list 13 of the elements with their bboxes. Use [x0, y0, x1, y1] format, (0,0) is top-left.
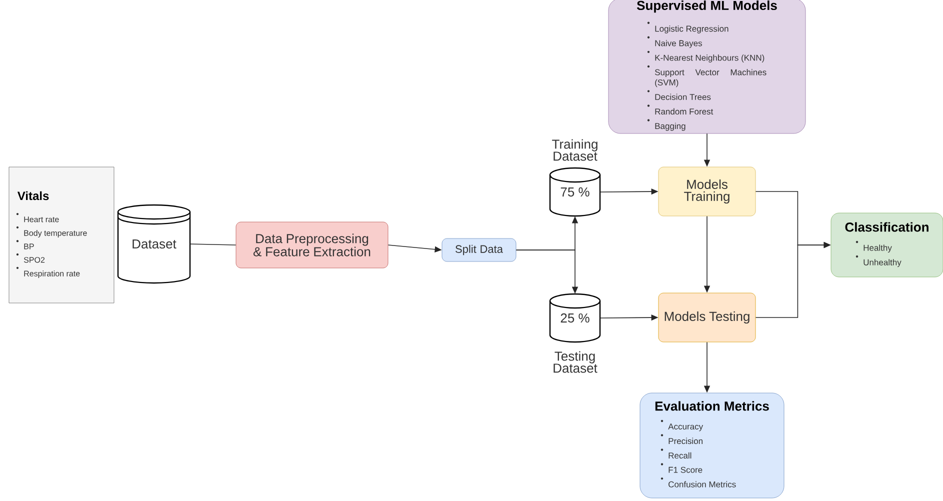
process-box: Models Training [658, 166, 756, 216]
process-box: Data Preprocessing & Feature Extraction [236, 222, 388, 268]
metrics-panel: Evaluation Metrics Accuracy Precision Recall F1 Score Confusion Metrics [640, 392, 784, 498]
database-cylinder: 75 % [549, 167, 601, 217]
process-box: Models Testing [658, 292, 756, 342]
database-cylinder: Dataset [117, 204, 191, 284]
dataset-label: Training Dataset [552, 139, 598, 161]
vitals-panel: Vitals Heart rate Body temperature BP SPO2 Respiration rate [8, 166, 114, 304]
models-panel: Supervised ML Models Logistic Regression Naive Bayes K-Nearest Neighbours (KNN) Support Vector Machines (SVM) Decision Trees Random Forest Bagging [608, 0, 806, 134]
classification-panel: Classification Healthy Unhealthy [830, 212, 943, 278]
dataset-label: Testing Dataset [554, 351, 598, 373]
database-cylinder: 25 % [549, 293, 601, 343]
process-box: Split Data [442, 238, 516, 262]
